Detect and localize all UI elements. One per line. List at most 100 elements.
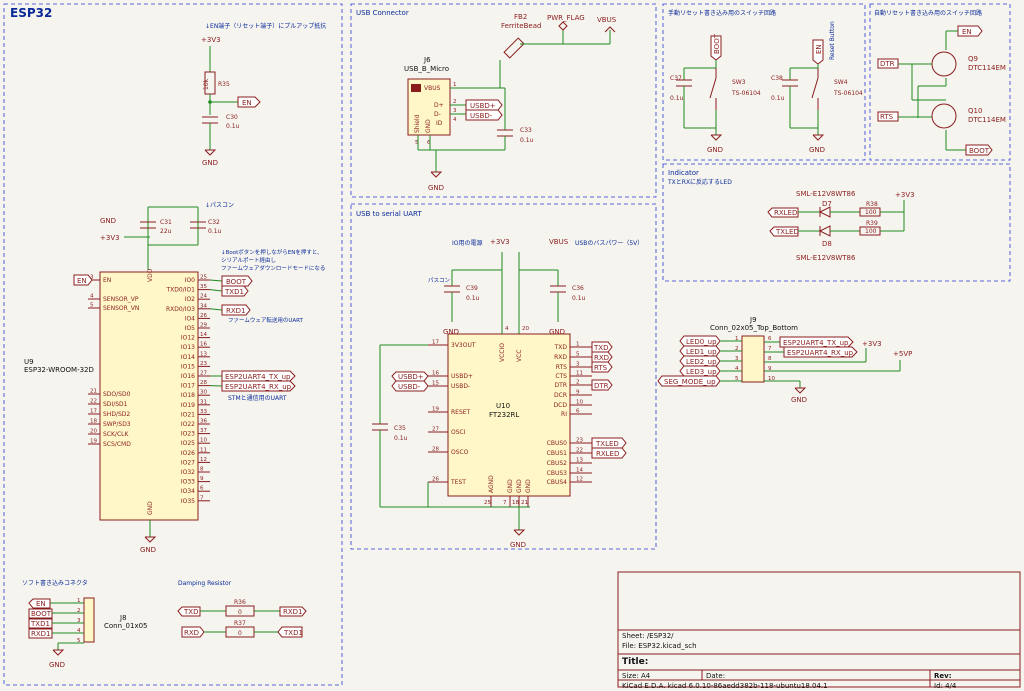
j9-led1-text: LED1_up <box>686 348 717 356</box>
damp-txd-label <box>177 606 201 617</box>
u10-left-pin-5-num: 28 <box>432 447 439 453</box>
ft-dtr-label <box>591 379 613 391</box>
en-net-label <box>237 96 261 108</box>
ft-rxled-label <box>591 447 627 459</box>
u10-left-pin-2-name: USBD- <box>451 383 470 390</box>
gnd-label-c39: GND <box>443 328 459 336</box>
u10-bottom-pin-0-name: AGND <box>488 475 495 493</box>
j9-led0-text: LED0_up <box>686 338 717 346</box>
j9-value: Conn_02x05_Top_Bottom <box>710 324 798 332</box>
u9-right-pin-9-name: IO15 <box>181 363 195 370</box>
d7-ref: D7 <box>822 200 832 208</box>
gnd-label-1: GND <box>202 159 218 167</box>
u9-right-pin-0-name: IO0 <box>185 277 195 284</box>
pwr-flag-label: PWR_FLAG <box>547 14 585 22</box>
usb-bus-power-note: USBのバスパワー（5V） <box>575 240 643 247</box>
u9-left-pin-1-name: SENSOR_VP <box>103 296 139 303</box>
gnd-label-3: GND <box>140 546 156 554</box>
j9-uart-rx-label <box>783 346 858 358</box>
r38-ref: R38 <box>866 201 878 208</box>
c35-ref: C35 <box>394 425 406 432</box>
j9-pin-6-num: 7 <box>768 346 772 352</box>
sw-boot-text: BOOT <box>713 33 721 54</box>
ind-txled-text: TXLED <box>775 228 799 236</box>
esp-uart-tx-label <box>221 370 296 382</box>
manual-write-title: 手動リセット書き込み用のスイッチ回路 <box>668 9 776 17</box>
u9-right-pin-14-name: IO21 <box>181 411 195 418</box>
u10-right-pin-9-num: 22 <box>576 448 583 454</box>
u9-right-pin-15-name: IO22 <box>181 421 195 428</box>
j9-pin-3-num: 4 <box>735 366 739 372</box>
boot-note-2: シリアルポート経由し <box>221 256 276 264</box>
j6-shield-pin: Shield <box>414 114 421 133</box>
u10-bottom-pin-1-num: 7 <box>503 500 507 506</box>
u10-right-pin-0-num: 1 <box>576 342 580 348</box>
c31-ref: C31 <box>160 219 172 226</box>
c30-ref: C30 <box>226 114 238 121</box>
j6-pin-4-num: 5 <box>415 140 419 146</box>
pwr-3v3-label: +3V3 <box>201 36 221 44</box>
u10-right-pin-7-num: 6 <box>576 409 580 415</box>
pwr-3v3-label-ft: +3V3 <box>490 238 510 246</box>
gnd-label-sw4: GND <box>809 146 825 154</box>
u9-right-pin-3-name: RXD0/IO3 <box>166 306 195 313</box>
u9-right-pin-8-num: 13 <box>200 351 207 357</box>
u9-en-label <box>73 274 93 286</box>
damping-title: Damping Resistor <box>178 580 232 587</box>
r36-value: 0 <box>238 609 242 616</box>
damp-txd-text: TXD <box>183 608 198 616</box>
auto-dtr-text: DTR <box>880 60 895 68</box>
u9-right-pin-5-name: IO5 <box>185 325 195 332</box>
d8-value: SML-E12V8WT86 <box>796 254 856 262</box>
j9-pin-5-num: 6 <box>768 336 772 342</box>
u9-right-pin-2-num: 24 <box>200 294 207 300</box>
j9-pin-2-num: 3 <box>735 356 739 362</box>
u10-right-pin-7-name: RI <box>561 411 567 418</box>
tb-sheet: Sheet: /ESP32/ <box>622 632 674 640</box>
r38-value: 100 <box>865 209 877 216</box>
u10-right-pin-6-num: 10 <box>576 400 583 406</box>
j8-pin-0-num: 1 <box>77 598 81 604</box>
auto-write-frame <box>869 3 1011 161</box>
usb-icon <box>411 84 421 92</box>
u10-left-pin-6-name: TEST <box>450 479 466 486</box>
u10-right-pin-12-num: 12 <box>576 477 583 483</box>
j9-seg-mode-label <box>657 375 721 387</box>
u9-left-pin-5-name: SHD/SD2 <box>103 411 130 418</box>
fb2-value: FerriteBead <box>501 22 541 30</box>
u9-right-wire-2 <box>209 308 223 311</box>
u9-left-pin-1-num: 4 <box>90 294 94 300</box>
boot-note-3: ファームウェアダウンロードモードになる <box>221 264 325 272</box>
auto-rts-text: RTS <box>880 113 894 121</box>
j9-uart-tx-text: ESP2UART4_TX_up <box>783 339 849 347</box>
u9-right-pin-20-num: 8 <box>200 467 204 473</box>
j9-pin-7-num: 8 <box>768 356 772 362</box>
txd1-label-text: TXD1 <box>224 288 244 296</box>
u10-left-pin-1-name: USBD+ <box>451 373 473 380</box>
u9-right-pin-12-num: 30 <box>200 390 207 396</box>
u9-esp32-body <box>99 271 199 521</box>
vbus-label-ft: VBUS <box>549 238 569 246</box>
u9-left-pin-8-num: 19 <box>90 439 97 445</box>
u9-right-pin-9-num: 23 <box>200 361 207 367</box>
c39-ref: C39 <box>466 285 478 292</box>
u9-right-pin-21-num: 9 <box>200 476 204 482</box>
ft-rts-label <box>591 361 613 373</box>
u10-left-pin-0-num: 17 <box>432 340 439 346</box>
j9-ref: J9 <box>749 316 757 324</box>
tb-size: Size: A4 <box>622 672 651 680</box>
c31-value: 22u <box>160 228 172 235</box>
u10-right-pin-3-name: CTS <box>555 373 567 380</box>
u9-ref: U9 <box>24 358 34 366</box>
u10-left-pin-4-num: 27 <box>432 427 439 433</box>
u9-right-pin-22-num: 6 <box>200 486 204 492</box>
j6-usbdp-text: USBD+ <box>470 102 496 110</box>
u9-right-pins: 25IO035TXD0/IO124IO234RXD0/IO326IO429IO5… <box>165 275 223 505</box>
c32-value: 0.1u <box>208 228 222 235</box>
auto-en-label <box>957 25 983 37</box>
j8-boot-label <box>28 608 53 619</box>
u9-left-pin-0-name: EN <box>103 277 111 284</box>
j6-pin-5-num: 6 <box>427 140 431 146</box>
u10-right-pin-5-name: DCR <box>554 392 567 399</box>
